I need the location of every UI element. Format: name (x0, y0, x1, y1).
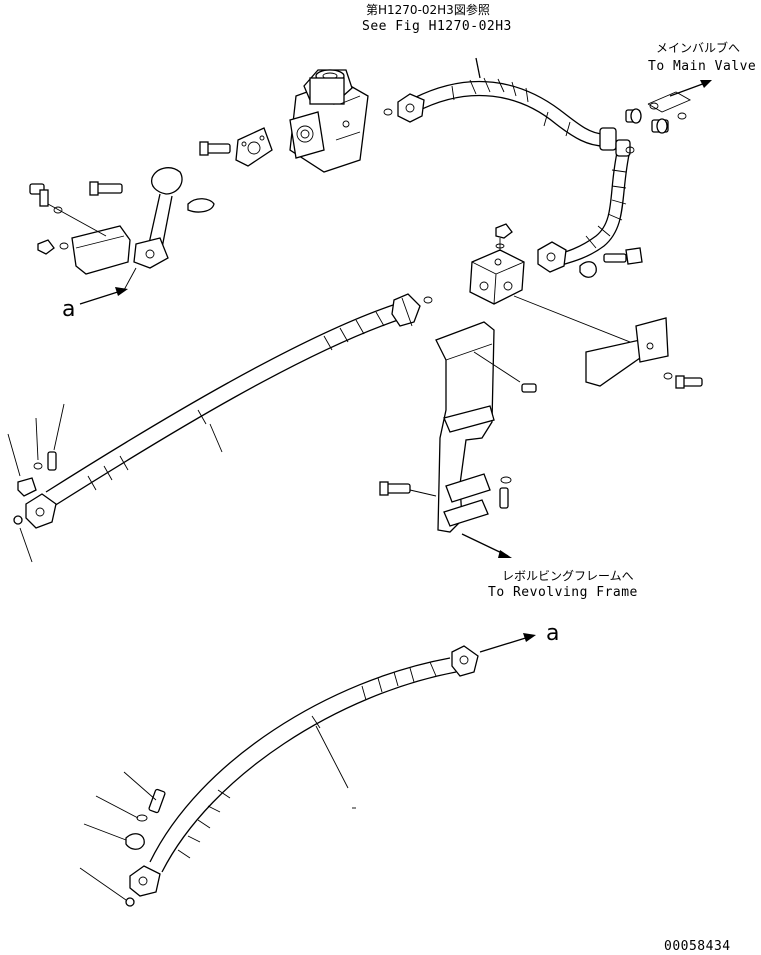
right-angle-bracket (585, 317, 703, 389)
manifold-block (469, 223, 641, 347)
left-flange-assembly (89, 127, 273, 269)
main-valve-label-en: To Main Valve (648, 59, 756, 74)
reference-figure-label-jp: 第H1270-02H3図参照 (366, 2, 490, 17)
long-hose-lower (79, 645, 479, 907)
right-hose-assembly (537, 139, 643, 278)
revolving-frame-label-en: To Revolving Frame (488, 585, 638, 600)
pump-valve-block (289, 69, 369, 173)
o-ring (383, 108, 393, 116)
arrow-to-main-valve (647, 80, 712, 113)
main-valve-fittings (625, 102, 687, 134)
main-valve-label-jp: メインバルブへ (656, 40, 740, 55)
left-bracket (29, 183, 131, 275)
mounting-bracket (379, 321, 537, 533)
long-suction-hose-upper (7, 293, 433, 563)
revolving-frame-label-jp: レボルビングフレームへ (502, 569, 634, 583)
arrow-to-marker-a-lower (479, 633, 536, 653)
drawing-number: 00058434 (664, 939, 731, 954)
upper-hose-assembly (397, 57, 617, 151)
marker-a-upper: a (62, 297, 75, 322)
arrow-to-marker-a-upper (79, 267, 137, 305)
reference-figure-label-en: See Fig H1270-02H3 (362, 19, 512, 34)
marker-a-lower: a (546, 621, 559, 646)
arrow-to-revolving-frame (461, 533, 512, 558)
